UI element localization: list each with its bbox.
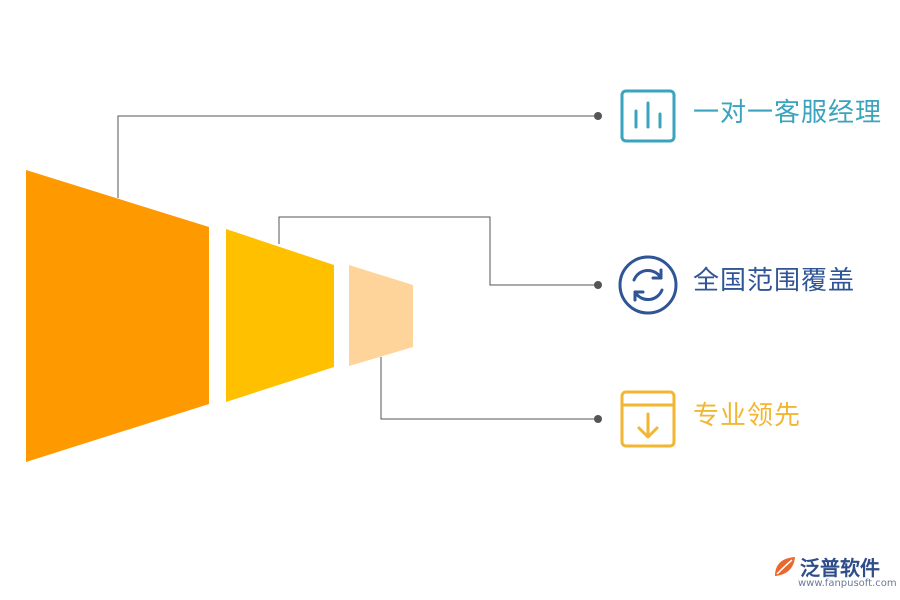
connector-dot-3 — [594, 415, 602, 423]
connector-line-2 — [278, 216, 597, 286]
connector-dot-2 — [594, 281, 602, 289]
refresh-icon — [618, 255, 678, 315]
connector-dot-1 — [594, 112, 602, 120]
funnel-stage-3 — [349, 265, 413, 366]
item-label-3: 专业领先 — [693, 401, 802, 431]
item-label-2: 全国范围覆盖 — [693, 266, 856, 296]
brand-logo: 泛普软件 www.fanpusoft.com — [772, 552, 897, 596]
brand-url: www.fanpusoft.com — [798, 578, 897, 589]
funnel-stage-1 — [26, 170, 209, 462]
bar-chart-icon — [620, 89, 676, 143]
funnel-stage-2 — [226, 229, 334, 402]
leaf-logo-icon — [775, 557, 795, 576]
download-box-icon — [620, 390, 676, 448]
brand-name: 泛普软件 — [800, 556, 880, 580]
connector-line-3 — [380, 357, 597, 420]
connector-line-1 — [117, 115, 597, 198]
item-label-1: 一对一客服经理 — [693, 98, 883, 128]
